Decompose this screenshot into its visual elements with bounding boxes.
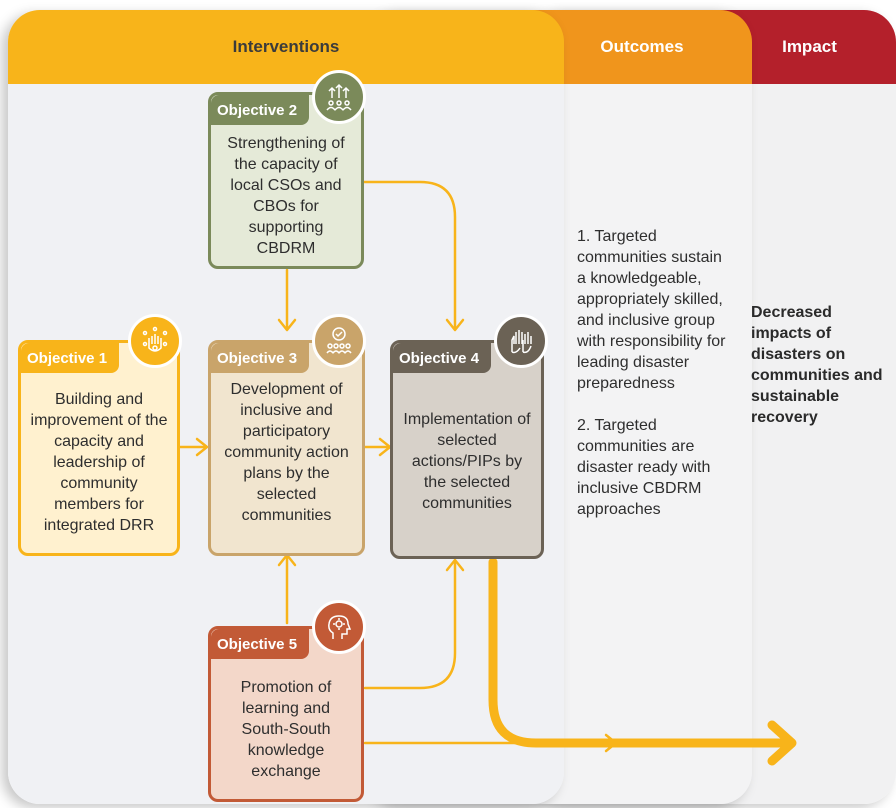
objective-2-tab: Objective 2 <box>211 95 310 125</box>
growth-people-icon <box>312 70 366 124</box>
objective-1-text: Building and improvement of the capacity… <box>30 391 168 534</box>
hand-network-icon <box>128 314 182 368</box>
head-gear-icon <box>312 600 366 654</box>
objective-4-tab: Objective 4 <box>393 343 492 373</box>
objective-4-text: Implementation of selected actions/PIPs … <box>403 411 531 512</box>
outcome-item-2: 2. Targeted communities are disaster rea… <box>577 417 711 518</box>
objective-5-text: Promotion of learning and South-South kn… <box>240 679 332 780</box>
raised-hands-icon <box>494 314 548 368</box>
objective-2-text: Strengthening of the capacity of local C… <box>227 135 345 257</box>
impact-statement: Decreased impacts of disasters on commun… <box>751 304 883 426</box>
outcome-item-1: 1. Targeted communities sustain a knowle… <box>577 228 726 392</box>
objective-5-box: Objective 5 Promotion of learning and So… <box>208 626 364 802</box>
objective-1-box: Objective 1 Building and improvement of … <box>18 340 180 556</box>
objective-3-text: Development of inclusive and participato… <box>224 381 349 524</box>
objective-3-box: Objective 3 Development of inclusive and… <box>208 340 365 556</box>
objective-4-box: Objective 4 Implementation of selected a… <box>390 340 544 559</box>
objective-1-tab: Objective 1 <box>21 343 120 373</box>
community-check-icon <box>312 314 366 368</box>
outcomes-list: 1. Targeted communities sustain a knowle… <box>577 226 727 520</box>
objective-5-tab: Objective 5 <box>211 629 310 659</box>
objective-3-tab: Objective 3 <box>211 343 310 373</box>
interventions-header: Interventions <box>8 10 564 84</box>
